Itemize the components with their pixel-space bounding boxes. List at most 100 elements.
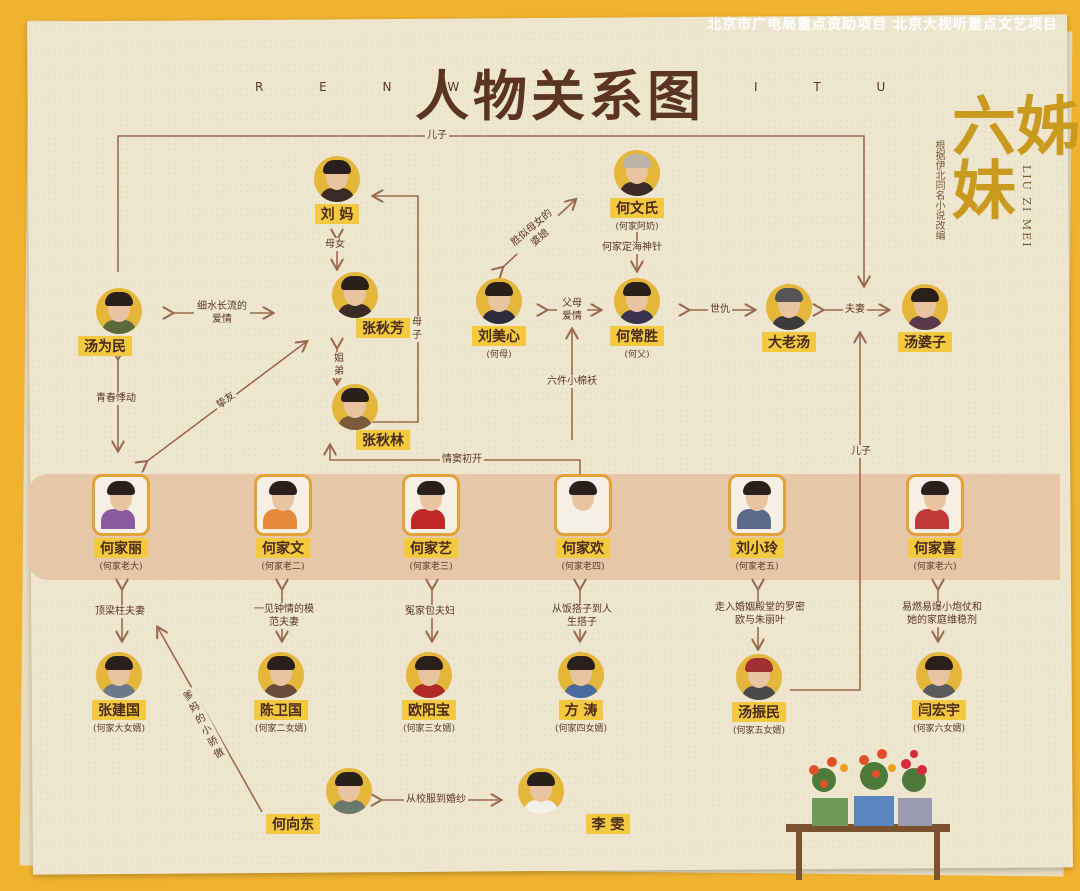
header-text: 北京市广电局重点资助项目 北京大视听重点文艺项目 bbox=[707, 17, 1058, 33]
person-hewenmin[interactable]: 何文氏 (何家阿奶) bbox=[582, 150, 692, 232]
person-liwen[interactable]: 李 雯 bbox=[510, 768, 640, 834]
person-hejiahuan[interactable]: 何家欢 (何家老四) bbox=[528, 474, 638, 572]
label-shichou: 世仇 bbox=[708, 303, 732, 316]
person-sub: (何家老六) bbox=[913, 562, 957, 572]
person-sub: (何家老五) bbox=[735, 562, 779, 572]
person-liuxiaoling[interactable]: 刘小玲 (何家老五) bbox=[702, 474, 812, 572]
person-tangzhenmin[interactable]: 汤振民 (何家五女婿) bbox=[704, 654, 814, 736]
person-name: 闫宏宇 bbox=[912, 700, 966, 720]
person-sub: (何家二女婿) bbox=[254, 724, 308, 734]
person-name: 刘 妈 bbox=[314, 204, 360, 224]
logo-title: 六姊妹 bbox=[952, 90, 1080, 229]
person-zhangjianguo[interactable]: 张建国 (何家大女婿) bbox=[64, 652, 174, 734]
logo-note: 根据伊北同名小说改编 bbox=[933, 140, 944, 240]
person-yanhongyu[interactable]: 闫宏宇 (何家六女婿) bbox=[884, 652, 994, 734]
label-zouru: 走入婚姻殿堂的罗密欧与朱丽叶 bbox=[710, 601, 810, 627]
person-sub: (何家六女婿) bbox=[912, 724, 966, 734]
person-hexiangdong[interactable]: 何向东 bbox=[256, 768, 376, 834]
flower-pots-illustration bbox=[786, 749, 950, 880]
avatar bbox=[614, 150, 660, 196]
avatar bbox=[766, 284, 812, 330]
person-zhangqiufang[interactable]: 张秋芳 bbox=[300, 272, 410, 338]
label-erzi-top: 儿子 bbox=[425, 129, 449, 142]
avatar bbox=[92, 474, 150, 536]
person-hejiawen[interactable]: 何家文 (何家老二) bbox=[228, 474, 338, 572]
person-hejiayi[interactable]: 何家艺 (何家老三) bbox=[376, 474, 486, 572]
avatar bbox=[96, 652, 142, 698]
avatar bbox=[554, 474, 612, 536]
avatar bbox=[326, 768, 372, 814]
avatar bbox=[736, 654, 782, 700]
avatar bbox=[614, 278, 660, 324]
person-sub: (何家大女婿) bbox=[92, 724, 146, 734]
avatar bbox=[332, 272, 378, 318]
label-muzi: 母子 bbox=[409, 316, 425, 342]
avatar bbox=[558, 652, 604, 698]
person-hejiaxi[interactable]: 何家喜 (何家老六) bbox=[880, 474, 990, 572]
avatar bbox=[258, 652, 304, 698]
avatar bbox=[728, 474, 786, 536]
line-erzi-top bbox=[117, 135, 864, 285]
line-muzi bbox=[372, 196, 419, 423]
person-liuma[interactable]: 刘 妈 bbox=[282, 156, 392, 224]
page-title: 人物关系图 bbox=[415, 64, 705, 128]
label-dingliang: 顶梁柱夫妻 bbox=[93, 605, 147, 618]
label-qingdou: 情窦初开 bbox=[440, 453, 484, 466]
person-zhangqiulin[interactable]: 张秋林 bbox=[300, 384, 410, 450]
label-munu: 母女 bbox=[323, 238, 347, 251]
person-sub: (何家老三) bbox=[409, 562, 453, 572]
label-erzi-right: 儿子 bbox=[849, 445, 873, 458]
avatar bbox=[518, 768, 564, 814]
label-xiaofu: 从校服到婚纱 bbox=[404, 793, 468, 806]
pinyin-left: R E N W U bbox=[255, 80, 550, 94]
person-name: 何家喜 bbox=[908, 538, 962, 558]
avatar bbox=[902, 284, 948, 330]
sisters-band bbox=[28, 474, 1060, 580]
person-name: 何家文 bbox=[256, 538, 310, 558]
person-name: 大老汤 bbox=[762, 332, 816, 352]
label-congfan: 从饭搭子到人生搭子 bbox=[550, 603, 614, 629]
person-sub: (何母) bbox=[486, 350, 512, 360]
person-name: 刘小玲 bbox=[730, 538, 784, 558]
label-qingchun: 青春悸动 bbox=[94, 392, 138, 405]
person-name: 汤为民 bbox=[78, 336, 132, 356]
avatar bbox=[314, 156, 360, 202]
person-name: 张秋林 bbox=[356, 430, 410, 450]
person-name: 何家丽 bbox=[94, 538, 148, 558]
label-fumu: 父母爱情 bbox=[557, 297, 587, 323]
person-name: 何向东 bbox=[266, 814, 320, 834]
logo-pinyin: LIU ZI MEI bbox=[1020, 165, 1033, 249]
person-chenweiguo[interactable]: 陈卫国 (何家二女婿) bbox=[226, 652, 336, 734]
person-name: 刘美心 bbox=[472, 326, 526, 346]
person-fangtao[interactable]: 方 涛 (何家四女婿) bbox=[526, 652, 636, 734]
person-sub: (何家四女婿) bbox=[554, 724, 608, 734]
label-xishui: 细水长流的爱情 bbox=[194, 300, 250, 326]
person-name: 汤振民 bbox=[732, 702, 786, 722]
person-name: 张秋芳 bbox=[356, 318, 410, 338]
person-hechangsheng[interactable]: 何常胜 (何父) bbox=[582, 278, 692, 360]
person-tangweimin[interactable]: 汤为民 bbox=[60, 288, 170, 356]
label-fuqi: 夫妻 bbox=[843, 303, 867, 316]
person-name: 何常胜 bbox=[610, 326, 664, 346]
person-sub: (何父) bbox=[624, 350, 650, 360]
person-name: 陈卫国 bbox=[254, 700, 308, 720]
person-tangpozi[interactable]: 汤婆子 bbox=[870, 284, 980, 352]
avatar bbox=[254, 474, 312, 536]
person-sub: (何家五女婿) bbox=[732, 726, 786, 736]
pinyin-right: X I T U bbox=[690, 80, 912, 94]
label-yiran: 易燃易爆小炮仗和她的家庭维稳剂 bbox=[898, 601, 986, 627]
person-ouyangbao[interactable]: 欧阳宝 (何家三女婿) bbox=[374, 652, 484, 734]
person-sub: (何家老大) bbox=[99, 562, 143, 572]
label-jiedi: 姐弟 bbox=[330, 352, 348, 378]
person-name: 何家欢 bbox=[556, 538, 610, 558]
avatar bbox=[906, 474, 964, 536]
person-name: 方 涛 bbox=[558, 700, 604, 720]
person-name: 汤婆子 bbox=[898, 332, 952, 352]
person-name: 张建国 bbox=[92, 700, 146, 720]
person-name: 欧阳宝 bbox=[402, 700, 456, 720]
person-liumeixin[interactable]: 刘美心 (何母) bbox=[444, 278, 554, 360]
person-name: 李 雯 bbox=[585, 814, 631, 834]
person-dalaotang[interactable]: 大老汤 bbox=[734, 284, 844, 352]
person-hejiali[interactable]: 何家丽 (何家老大) bbox=[66, 474, 176, 572]
avatar bbox=[402, 474, 460, 536]
